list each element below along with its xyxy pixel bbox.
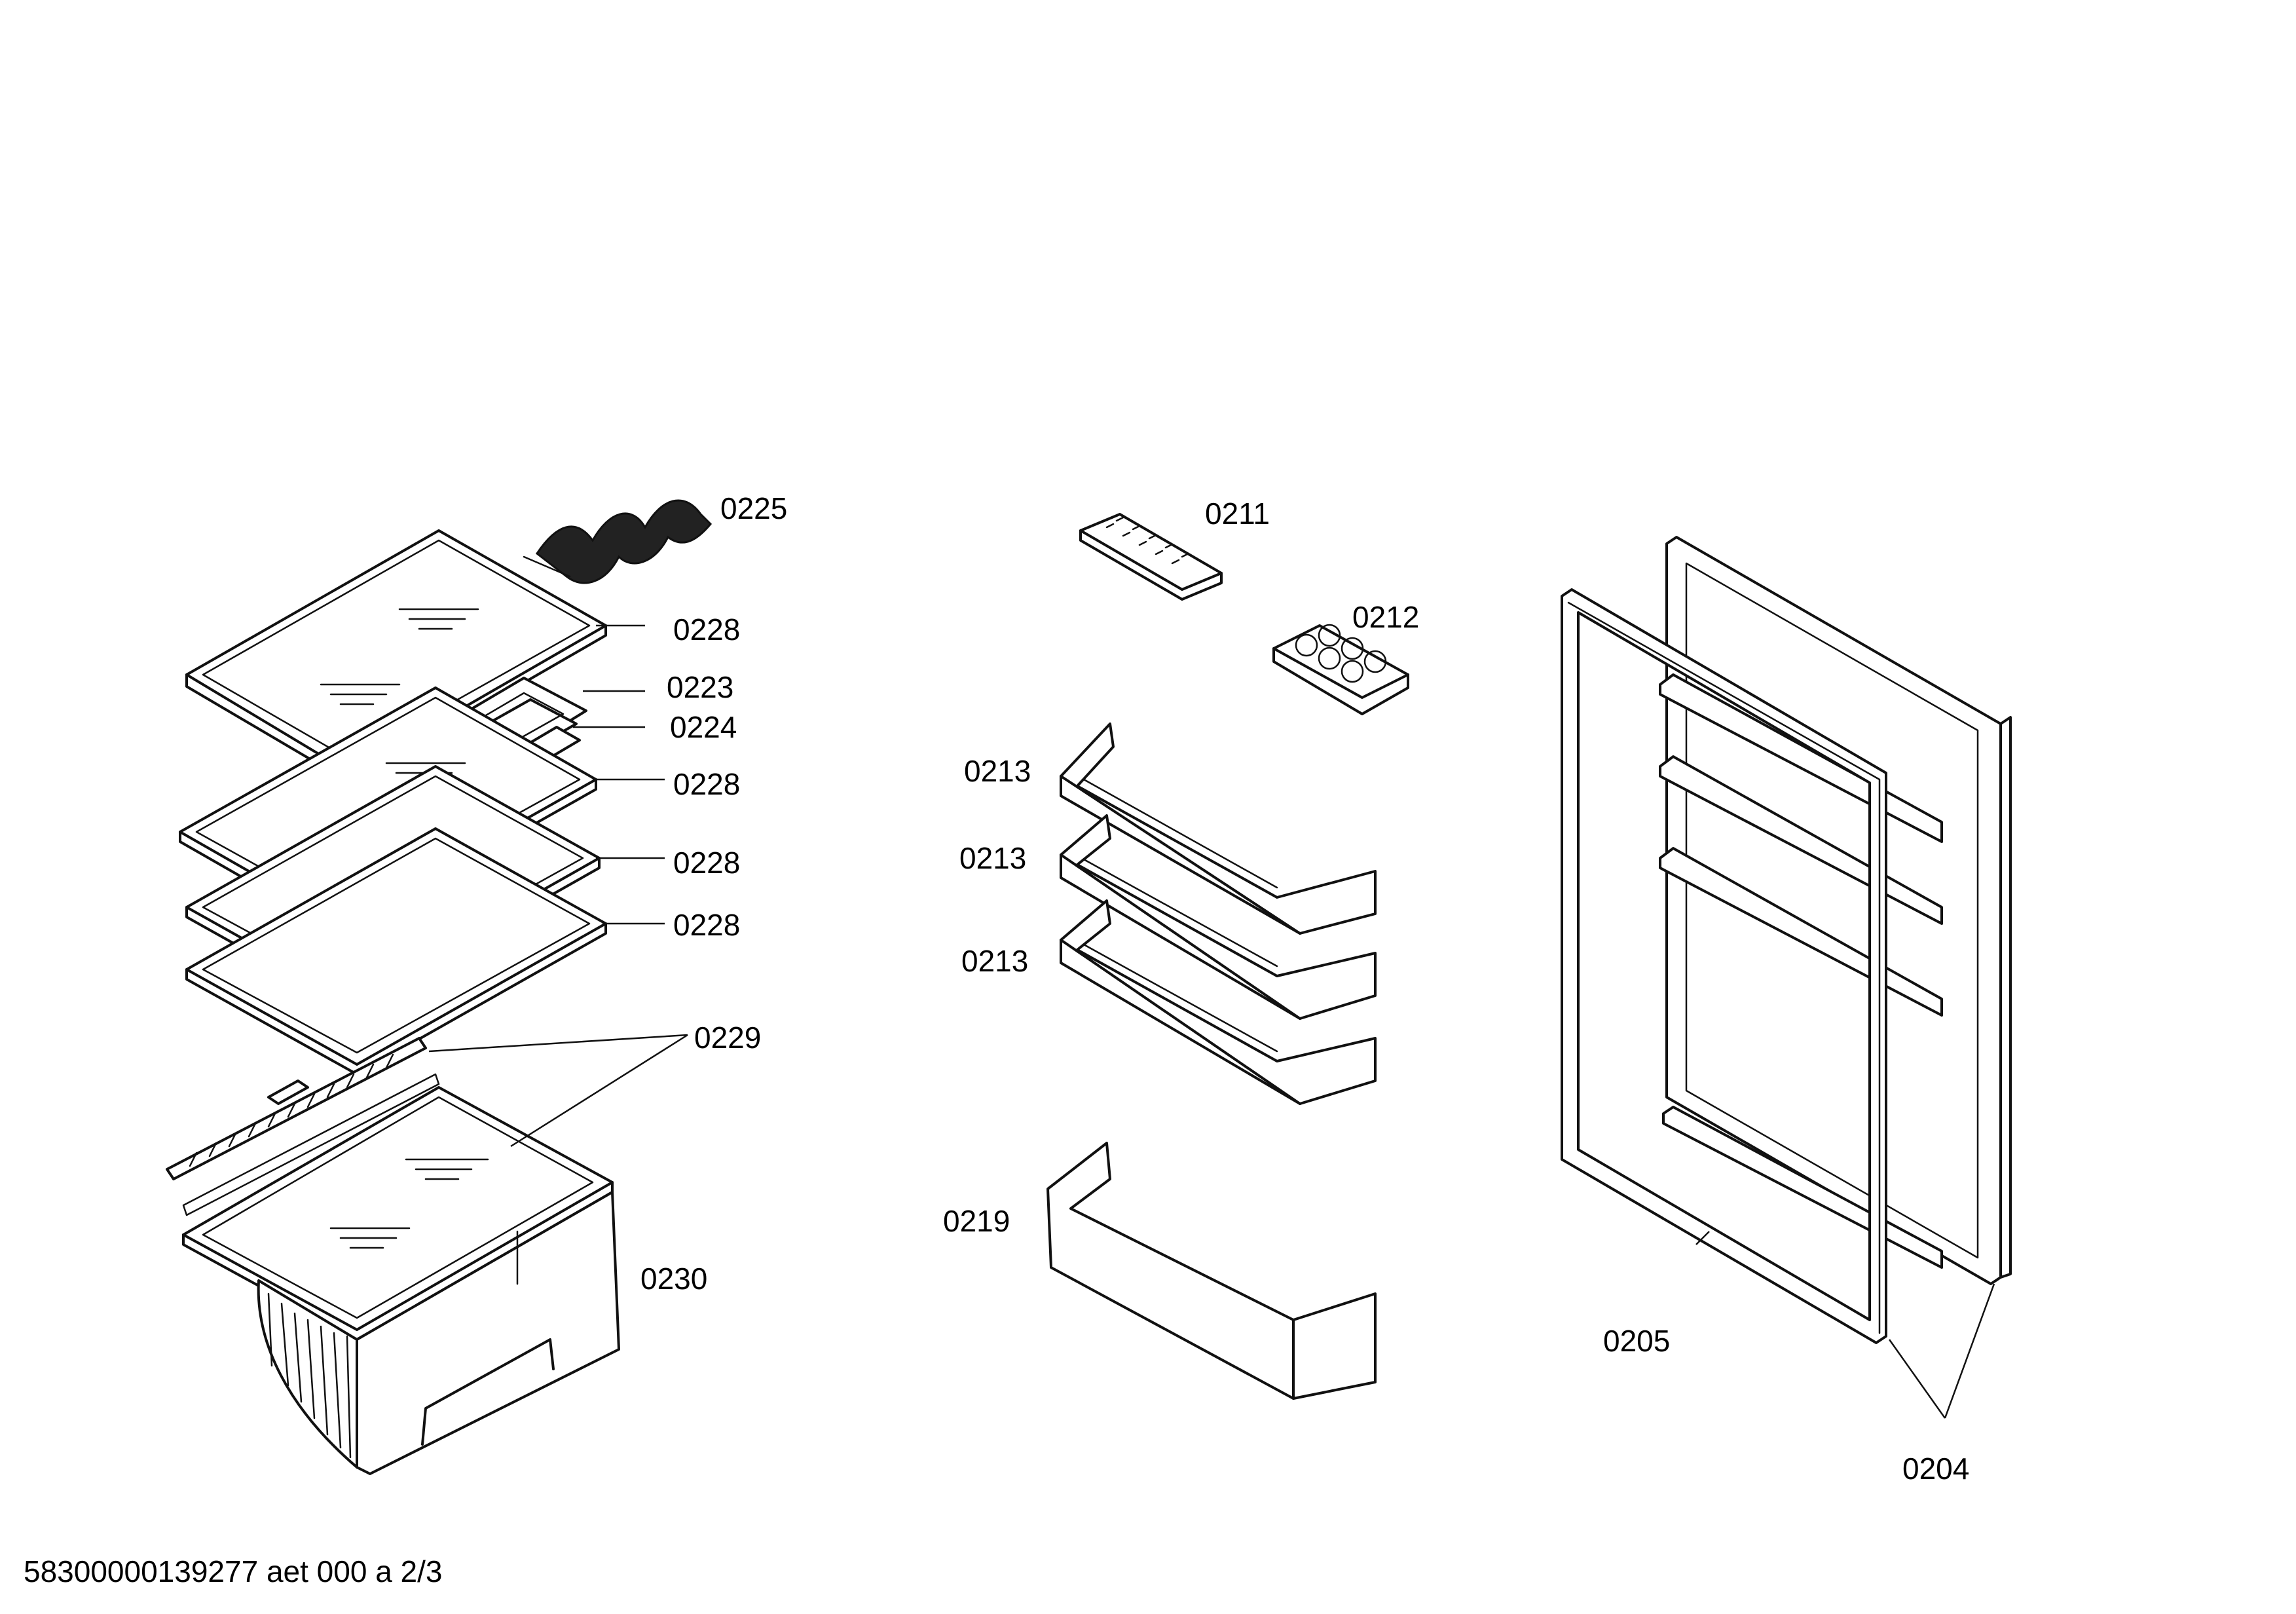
door-balcony-middle [1060,814,1377,1020]
part-label-0228-top: 0228 [673,612,740,647]
part-label-0228-second: 0228 [673,767,740,801]
part-label-0230: 0230 [640,1262,707,1296]
door-panel-part [1659,536,2012,1285]
crisper-drawer-part [182,1086,620,1475]
document-code: 58300000139277 aet 000 a 2/3 [24,1554,443,1588]
door-balcony-top [1060,723,1377,935]
part-label-0225: 0225 [720,491,787,525]
part-label-0219: 0219 [943,1204,1010,1238]
part-label-0213-top: 0213 [964,754,1031,788]
part-label-0213-bottom: 0213 [961,944,1028,978]
bottle-rack-part [523,499,713,584]
part-label-0212: 0212 [1352,600,1419,634]
door-balcony-bottom [1060,899,1377,1105]
part-label-0213-middle: 0213 [959,841,1026,875]
ice-tray-part [1079,513,1223,601]
leader-lines [428,624,1995,1419]
egg-tray-part [1272,624,1409,715]
part-label-0228-third: 0228 [673,846,740,880]
part-label-0223: 0223 [667,670,733,704]
part-label-0205: 0205 [1603,1324,1670,1358]
lamp-strip-part [166,1037,440,1216]
glass-shelf-top [185,529,607,784]
part-label-0224: 0224 [670,710,737,744]
part-label-0211: 0211 [1205,497,1270,531]
part-label-0229: 0229 [694,1021,761,1055]
part-label-0228-fourth: 0228 [673,908,740,942]
door-gasket-part [1561,588,1887,1344]
part-label-0204: 0204 [1902,1452,1969,1486]
bottle-balcony-part [1046,1142,1377,1400]
